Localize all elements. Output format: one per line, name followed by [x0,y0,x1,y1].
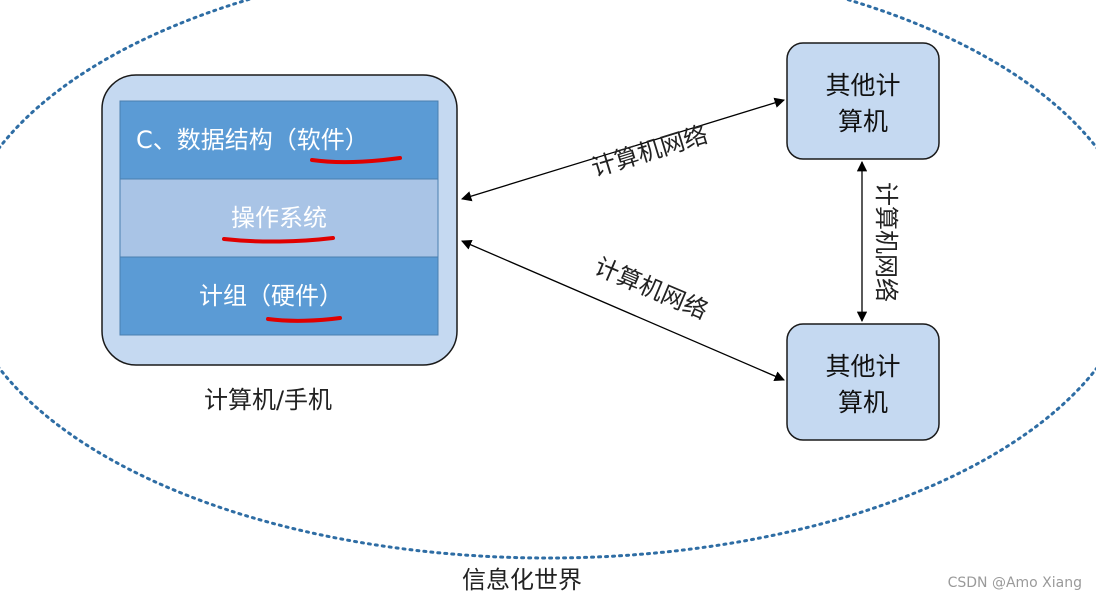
other-computer-bottom-line1: 其他计 [825,352,900,381]
other-computer-top-line1: 其他计 [825,71,900,100]
arrow-to-bottom-computer [461,239,785,382]
watermark-text: CSDN @Amo Xiang [948,575,1082,591]
underline-os [222,236,335,244]
world-label: 信息化世界 [462,566,582,594]
underline-hardware [266,316,342,323]
layer-software [119,100,439,180]
layer-hardware-text: 计组（硬件） [199,282,343,310]
network-label-vertical: 计算机网络 [872,182,900,302]
network-label-bottom: 计算机网络 [590,252,711,325]
other-computer-top-box [786,42,940,160]
other-computer-bottom-box [786,323,940,441]
layer-software-text: C、数据结构（软件） [136,126,369,154]
other-computer-bottom-line2: 算机 [838,388,888,417]
layer-os-text: 操作系统 [231,204,327,232]
underline-software [310,156,402,165]
network-label-top: 计算机网络 [588,120,711,182]
other-computer-top-line2: 算机 [838,107,888,136]
computer-label: 计算机/手机 [204,386,332,414]
layer-os [119,178,439,258]
arrow-to-top-computer [461,97,785,202]
